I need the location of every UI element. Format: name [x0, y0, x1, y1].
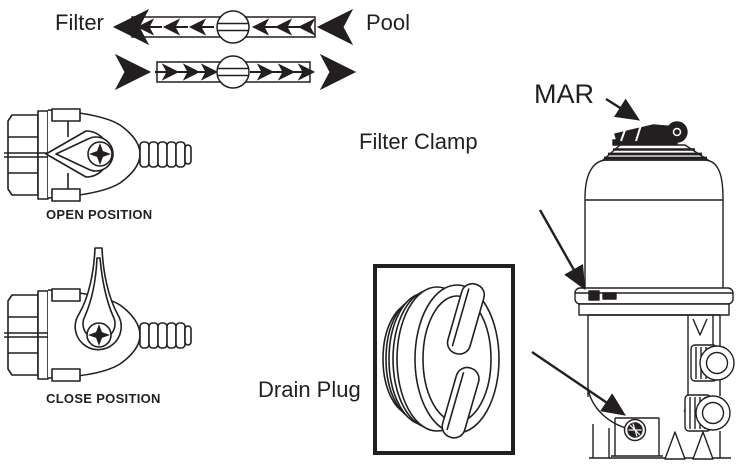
drain-plug-label: Drain Plug	[258, 377, 361, 402]
tank-drain-plug-icon	[623, 418, 647, 442]
drain-valve-closed-illustration	[4, 247, 192, 382]
flow-right-arrows-icon	[114, 53, 357, 91]
drain-plug-illustration	[382, 282, 500, 439]
upper-union-fitting	[690, 344, 735, 382]
drain-valve-open-illustration	[4, 108, 192, 202]
filter-clamp-band	[574, 287, 734, 305]
pool-label: Pool	[366, 10, 411, 35]
mar-label: MAR	[534, 79, 594, 109]
close-position-label: CLOSE POSITION	[46, 391, 161, 406]
filter-clamp-label: Filter Clamp	[359, 129, 478, 154]
manual-air-relief-valve-icon	[612, 121, 688, 146]
flow-left-arrows-icon	[112, 8, 354, 46]
phillips-screw-icon	[89, 143, 111, 165]
valve-symbol-icon	[216, 55, 250, 89]
filter-tank-illustration	[574, 121, 735, 460]
valve-symbol-icon	[216, 10, 250, 44]
phillips-screw-icon	[88, 324, 110, 346]
open-position-label: OPEN POSITION	[46, 207, 153, 222]
drain-plug-frame	[373, 264, 515, 455]
flow-direction-diagram	[112, 8, 357, 91]
filter-label: Filter	[55, 10, 104, 35]
lower-union-fitting	[683, 394, 731, 432]
